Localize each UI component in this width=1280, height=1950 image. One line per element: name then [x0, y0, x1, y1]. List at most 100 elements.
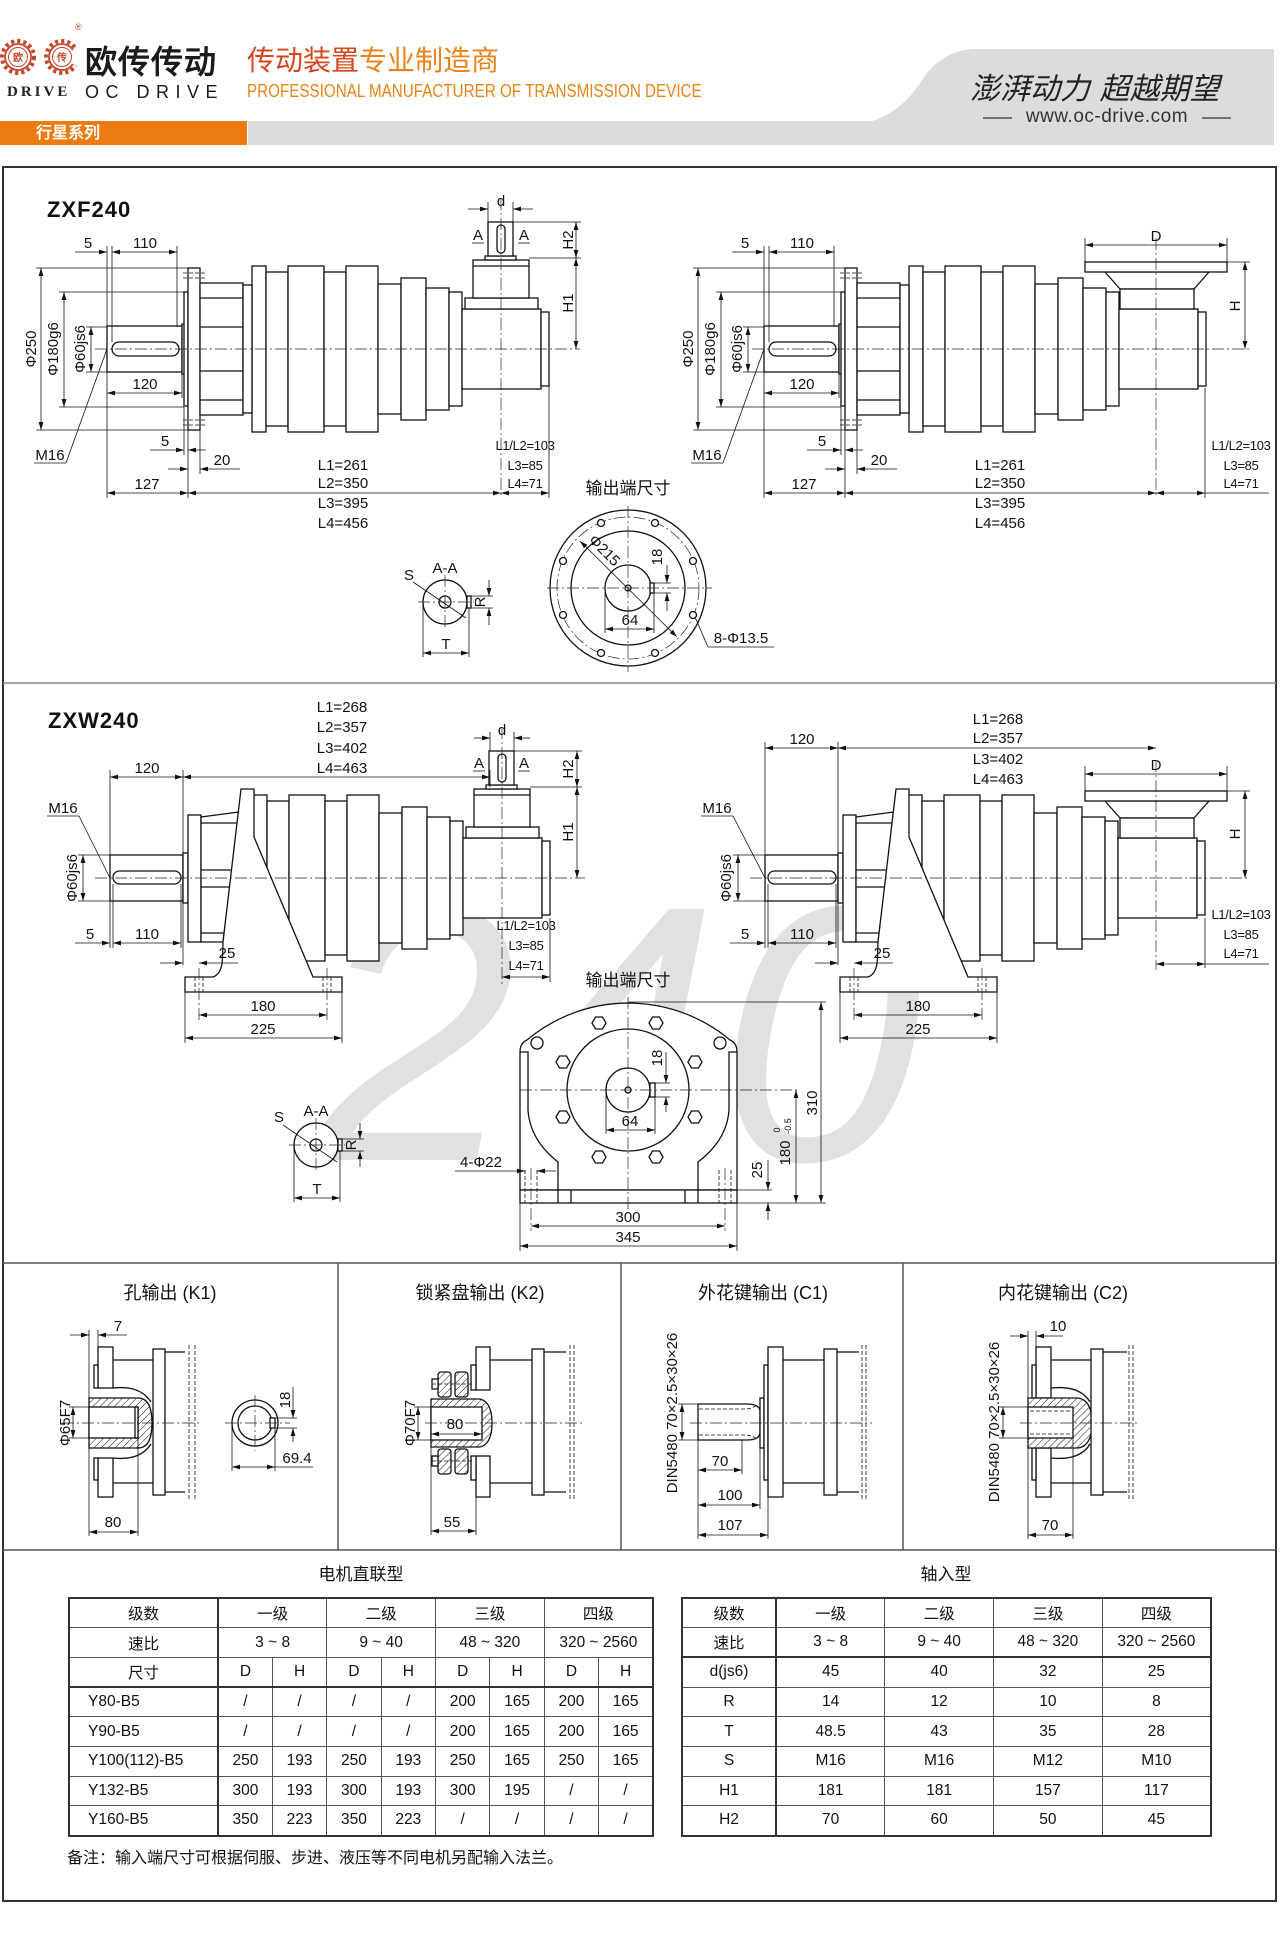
dim-shaft-key-height: 64: [622, 1113, 639, 1130]
dim-input-length: L3=85: [507, 458, 542, 473]
motor-model-cell: Y100(112)-B5: [68, 1745, 219, 1777]
table-cell: 193: [271, 1745, 328, 1777]
section-s-label: S: [274, 1109, 284, 1126]
table-cell: 300: [217, 1775, 273, 1807]
registered-mark: ®: [75, 22, 82, 32]
section-s-label: S: [404, 567, 414, 584]
table-cell: 12: [884, 1686, 994, 1718]
dim-thread: M16: [48, 800, 77, 817]
table-cell: 157: [993, 1775, 1103, 1807]
section-mark-left: A: [474, 755, 484, 772]
dim-shaft-length: 120: [132, 376, 157, 393]
panel-title: 内花键输出 (C2): [998, 1283, 1128, 1303]
stage-header-cell: 四级: [543, 1597, 654, 1629]
gear-right-char: 传: [56, 51, 67, 64]
dim-bore-depth: 80: [447, 1416, 464, 1433]
section-title: A-A: [432, 560, 457, 577]
logo-drive-word: DRIVE: [7, 84, 71, 100]
dim-length-l3: L3=402: [973, 751, 1023, 768]
dim-key-width: 18: [277, 1392, 294, 1409]
dim-motor-flange-height: H: [1227, 301, 1244, 312]
motor-model-cell: Y90-B5: [68, 1716, 219, 1747]
table-cell: 48.5: [775, 1716, 886, 1747]
section-mark-right: A: [519, 227, 529, 244]
dim-thread: M16: [692, 447, 721, 464]
dim-length-l3: L3=395: [975, 495, 1025, 512]
dim-bore: Φ70F7: [402, 1400, 419, 1446]
dim-foot-offset: 25: [874, 945, 891, 962]
stage-header-cell: 二级: [326, 1597, 436, 1629]
dim-shaft-dia: Φ60js6: [729, 325, 746, 373]
table-cell: 200: [434, 1716, 491, 1747]
spline-spec: DIN5480 70×2.5×30×26: [986, 1342, 1003, 1503]
dim-center-height-tol-lower: -0.5: [783, 1118, 793, 1134]
table-cell: /: [217, 1716, 273, 1747]
table-cell: 200: [434, 1686, 491, 1718]
dim-shaft-to-flange: 127: [791, 476, 816, 493]
table-cell: 165: [489, 1745, 545, 1777]
size-col-header: D: [543, 1656, 600, 1689]
param-cell: T: [681, 1716, 777, 1747]
table-cell: M16: [775, 1745, 886, 1777]
table-cell: 25: [1101, 1656, 1212, 1688]
table-cell: /: [380, 1716, 437, 1747]
dim-length-l4: L4=456: [975, 515, 1025, 532]
param-cell: R: [681, 1686, 777, 1718]
table-cell: 28: [1101, 1716, 1212, 1747]
table-cell: 223: [380, 1805, 437, 1836]
gray-banner: [248, 49, 1274, 145]
table-cell: 223: [271, 1805, 328, 1836]
section-mark-left: A: [473, 227, 483, 244]
dim-foot-length: 225: [905, 1021, 930, 1038]
table-title-shaft-input: 轴入型: [920, 1565, 972, 1585]
dim-spigot-depth: 5: [818, 433, 826, 450]
section-title: A-A: [303, 1103, 328, 1120]
dim-motor-flange-dia: D: [1151, 228, 1162, 245]
gear-left-icon: 欧: [0, 39, 36, 75]
dim-h1: H1: [560, 293, 577, 312]
dim-input-length: L1/L2=103: [1211, 438, 1270, 453]
output-end-title: 输出端尺寸: [586, 971, 671, 990]
ratio-cell: 320 ~ 2560: [543, 1627, 654, 1658]
zxf-section-aa: A-A S R T: [404, 560, 493, 657]
dim-total-height: 310: [804, 1090, 821, 1115]
footnote: 备注：输入端尺寸可根据伺服、步进、液压等不同电机另配输入法兰。: [67, 1848, 564, 1867]
dim-foot-holes: 4-Φ22: [460, 1154, 502, 1171]
dim-shaft-dia: Φ60js6: [72, 325, 89, 373]
table-cell: 165: [489, 1716, 545, 1747]
row-label: 级数: [68, 1597, 219, 1629]
stage-header-cell: 一级: [775, 1597, 886, 1629]
dim-input-length: L1/L2=103: [1211, 907, 1270, 922]
dim-h2: H2: [560, 759, 577, 778]
size-col-header: D: [434, 1656, 491, 1689]
table-cell: 181: [884, 1775, 994, 1807]
table-cell: 165: [598, 1716, 654, 1747]
dim-flange-dia: Φ250: [680, 331, 697, 368]
dim-input-length: L3=85: [1223, 927, 1258, 942]
dim-shaft-length: 120: [789, 376, 814, 393]
output-end-title: 输出端尺寸: [586, 479, 671, 498]
mount-hole-icon: [713, 1036, 727, 1050]
table-cell: /: [434, 1805, 491, 1836]
dim-bolt-holes: 8-Φ13.5: [714, 630, 769, 647]
logo-gears: 欧 传: [0, 39, 84, 75]
size-col-header: D: [326, 1656, 382, 1689]
row-label: 速比: [681, 1627, 777, 1659]
stage-header-row: 级数一级二级三级四级: [68, 1597, 654, 1629]
dim-key-length: 110: [790, 926, 814, 943]
table-cell: /: [598, 1805, 654, 1836]
tagline-en: PROFESSIONAL MANUFACTURER OF TRANSMISSIO…: [247, 81, 702, 101]
dim-spigot-depth: 5: [161, 433, 169, 450]
spline-spec: DIN5480 70×2.5×30×26: [664, 1333, 681, 1494]
table-cell: 250: [434, 1745, 491, 1777]
dim-center-height-value: 180: [777, 1140, 794, 1165]
series-tab: 行星系列: [0, 121, 247, 145]
zxw-motor-view: L1=268 L2=357 L3=402 L4=463 120 M16 Φ60j…: [701, 711, 1271, 1043]
table-cell: M12: [993, 1745, 1103, 1777]
